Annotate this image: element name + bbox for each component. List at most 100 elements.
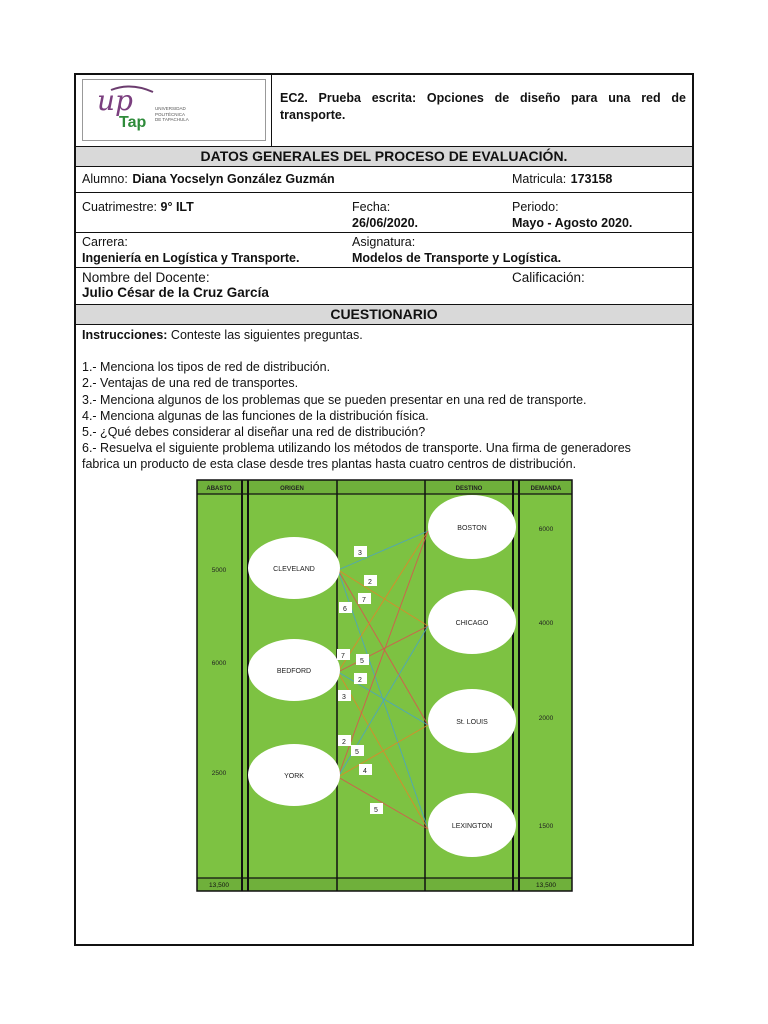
exam-title: EC2. Prueba escrita: Opciones de diseño … — [280, 91, 686, 122]
header-origen: ORIGEN — [280, 486, 304, 492]
cost-box — [358, 593, 371, 604]
total-supply: 13,500 — [209, 882, 229, 889]
cost-box — [370, 803, 383, 814]
route-line — [337, 530, 429, 673]
logo-cell: up Tap UNIVERSIDAD POLITÉCNICA DE TAPACH… — [76, 75, 272, 146]
origin-label: CLEVELAND — [273, 566, 315, 573]
origin-node — [248, 537, 340, 599]
cost-label: 3 — [342, 694, 346, 701]
student-label: Alumno: — [82, 172, 128, 186]
career-label: Carrera: — [82, 235, 128, 249]
question-1: 1.- Menciona los tipos de red de distrib… — [82, 360, 331, 375]
question-2: 2.- Ventajas de una red de transportes. — [82, 376, 299, 391]
route-line — [337, 625, 429, 673]
destination-node — [428, 793, 516, 857]
cost-box — [351, 745, 364, 756]
demand-value: 6000 — [539, 526, 554, 533]
date-value: 26/06/2020. — [352, 216, 419, 230]
route-line — [337, 569, 429, 627]
teacher-value: Julio César de la Cruz García — [82, 285, 269, 300]
question-5: 5.- ¿Qué debes considerar al diseñar una… — [82, 425, 426, 440]
matricula-field: Matricula: 173158 — [512, 170, 612, 192]
destination-node — [428, 689, 516, 753]
cost-label: 5 — [355, 749, 359, 756]
route-line — [337, 724, 429, 778]
career-field: Carrera: Ingeniería en Logística y Trans… — [82, 234, 299, 267]
route-line — [337, 530, 429, 778]
cost-box — [338, 735, 351, 746]
term-row: Cuatrimestre: 9° ILT Fecha: 26/06/2020. … — [76, 193, 692, 233]
supply-value: 5000 — [212, 567, 227, 574]
demand-value: 2000 — [539, 715, 554, 722]
matricula-value: 173158 — [570, 172, 613, 186]
total-demand: 13,500 — [536, 882, 556, 889]
up-logo-mark-icon — [110, 85, 154, 93]
subject-field: Asignatura: Modelos de Transporte y Logí… — [352, 234, 561, 267]
instructions: Instrucciones: Conteste las siguientes p… — [82, 327, 688, 343]
cost-label: 2 — [368, 579, 372, 586]
student-field: Alumno: Diana Yocselyn González Guzmán — [82, 170, 335, 192]
teacher-label: Nombre del Docente: — [82, 270, 210, 285]
teacher-row: Nombre del Docente: Julio César de la Cr… — [76, 268, 692, 305]
term-value: 9° ILT — [160, 200, 194, 214]
cost-box — [359, 764, 372, 775]
subject-value: Modelos de Transporte y Logística. — [352, 251, 562, 265]
student-row: Alumno: Diana Yocselyn González Guzmán M… — [76, 167, 692, 193]
supply-value: 2500 — [212, 770, 227, 777]
university-logo: up Tap UNIVERSIDAD POLITÉCNICA DE TAPACH… — [82, 79, 266, 141]
origin-node — [248, 639, 340, 701]
cost-label: 3 — [358, 550, 362, 557]
general-data-banner: DATOS GENERALES DEL PROCESO DE EVALUACIÓ… — [76, 147, 692, 167]
question-4: 4.- Menciona algunas de las funciones de… — [82, 408, 429, 423]
destination-label: LEXINGTON — [452, 823, 492, 830]
supply-value: 6000 — [212, 660, 227, 667]
origin-node — [248, 744, 340, 806]
destination-label: BOSTON — [457, 525, 486, 532]
questionnaire-title: CUESTIONARIO — [330, 306, 438, 322]
instructions-text: Conteste las siguientes preguntas. — [167, 328, 363, 342]
period-field: Periodo: Mayo - Agosto 2020. — [512, 199, 632, 232]
destination-label: CHICAGO — [456, 620, 489, 627]
term-field: Cuatrimestre: 9° ILT — [82, 199, 194, 232]
date-field: Fecha: 26/06/2020. — [352, 199, 418, 232]
route-line — [337, 569, 429, 830]
cost-label: 7 — [341, 653, 345, 660]
header-destino: DESTINO — [456, 486, 483, 492]
origin-label: YORK — [284, 773, 304, 780]
matricula-label: Matricula: — [512, 172, 567, 186]
cost-box — [356, 654, 369, 665]
cost-label: 5 — [360, 658, 364, 665]
question-3: 3.- Menciona algunos de los problemas qu… — [82, 392, 587, 407]
diagram-header-band — [197, 480, 572, 494]
diagram-background — [197, 480, 572, 891]
logo-line: UNIVERSIDAD — [155, 106, 186, 111]
route-line — [337, 530, 429, 571]
cost-box — [364, 575, 377, 586]
route-line — [337, 569, 429, 726]
destination-node — [428, 590, 516, 654]
origin-label: BEDFORD — [277, 668, 311, 675]
diagram-footer-band — [197, 878, 572, 891]
date-label: Fecha: — [352, 200, 391, 214]
header-row: up Tap UNIVERSIDAD POLITÉCNICA DE TAPACH… — [76, 75, 692, 147]
cost-label: 2 — [358, 677, 362, 684]
period-value: Mayo - Agosto 2020. — [512, 216, 633, 230]
logo-line: DE TAPACHULA — [155, 117, 189, 122]
general-data-title: DATOS GENERALES DEL PROCESO DE EVALUACIÓ… — [200, 148, 568, 164]
question-6: 6.- Resuelva el siguiente problema utili… — [82, 441, 631, 456]
cost-box — [337, 649, 350, 660]
logo-mark: up — [97, 84, 133, 117]
questionnaire-banner: CUESTIONARIO — [76, 305, 692, 325]
destination-label: St. LOUIS — [456, 719, 488, 726]
route-line — [337, 671, 429, 726]
instructions-label: Instrucciones: — [82, 328, 168, 342]
cost-label: 2 — [342, 739, 346, 746]
cost-box — [339, 602, 352, 613]
logo-tap: Tap — [119, 114, 147, 131]
demand-value: 4000 — [539, 620, 554, 627]
questionnaire-body: Instrucciones: Conteste las siguientes p… — [82, 327, 688, 473]
cost-label: 5 — [374, 807, 378, 814]
cost-label: 4 — [363, 768, 367, 775]
cost-label: 7 — [362, 597, 366, 604]
